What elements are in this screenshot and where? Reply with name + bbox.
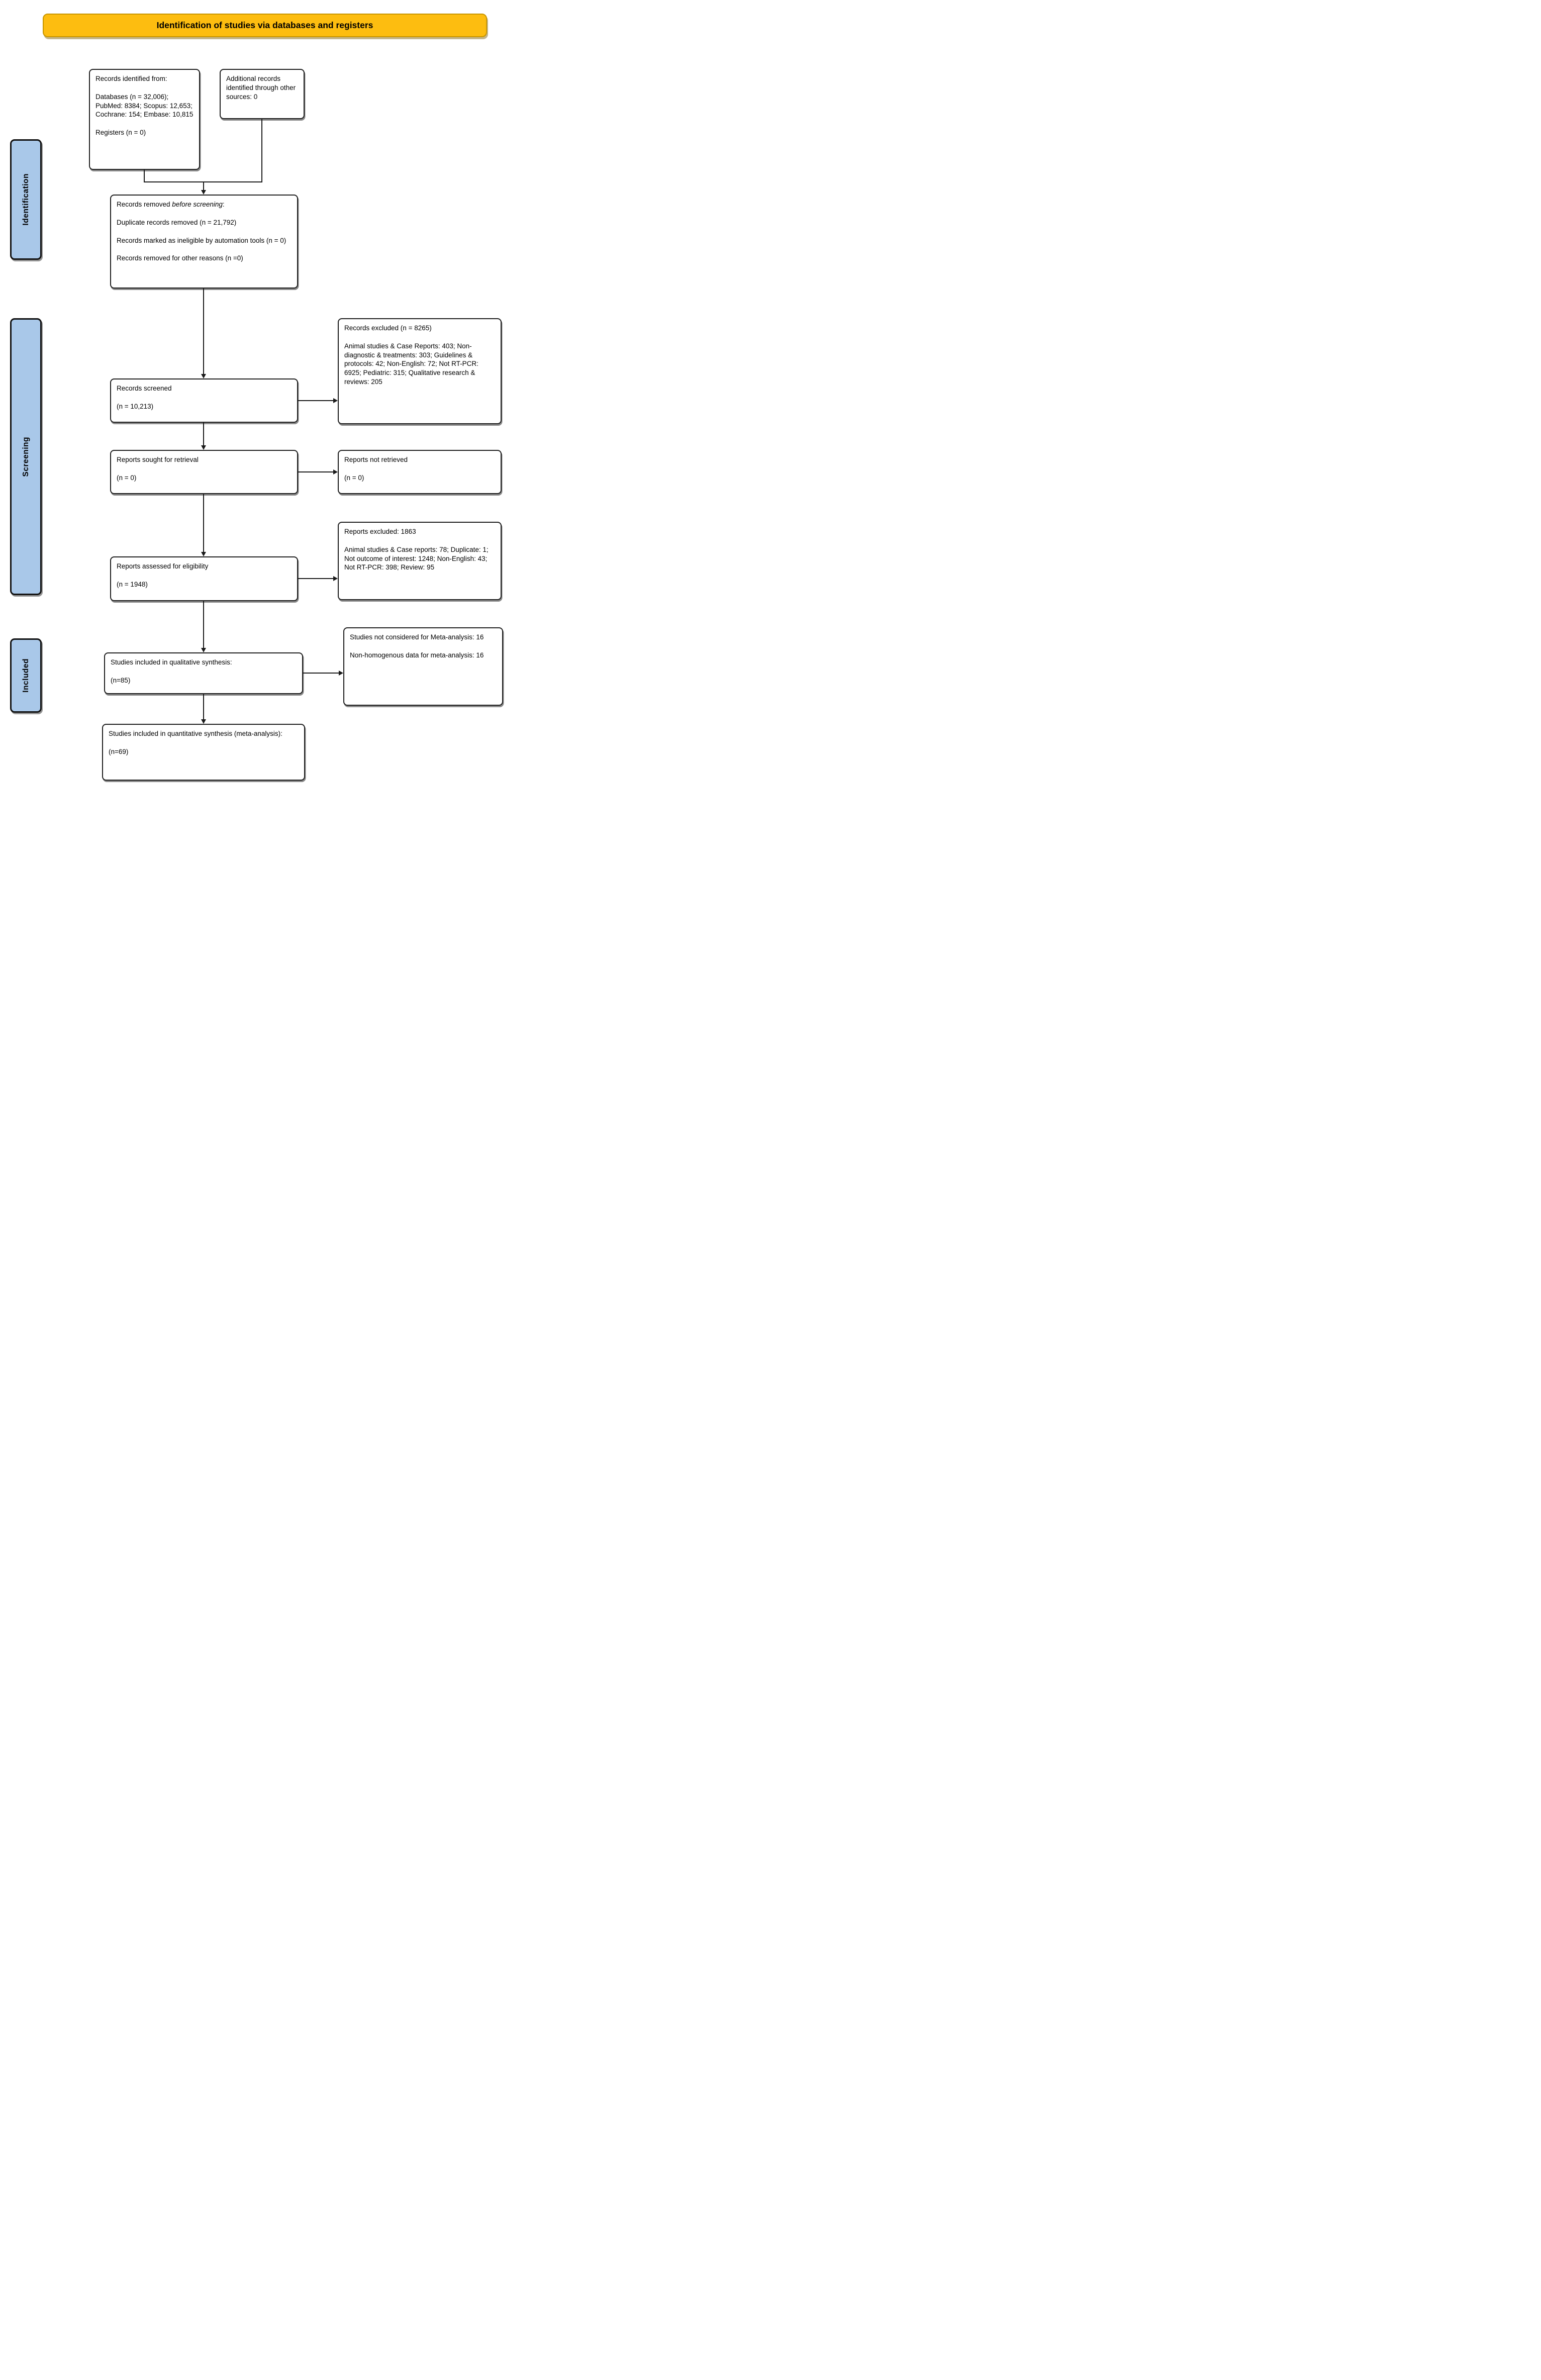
reports-assessed-heading: Reports assessed for eligibility [117, 562, 209, 570]
arrowhead-to-reports-sought [201, 445, 206, 450]
records-removed-heading: Records removed before screening: [117, 201, 225, 208]
other-sources-text: Additional records identified through ot… [226, 75, 296, 101]
connector-sought-to-assessed [203, 494, 204, 552]
box-reports-excluded: Reports excluded: 1863 Animal studies & … [338, 522, 502, 600]
connector-assessed-to-reports-excluded [298, 578, 333, 579]
arrowhead-to-records-removed [201, 190, 206, 195]
stage-identification-label: Identification [21, 173, 30, 226]
box-reports-assessed: Reports assessed for eligibility (n = 19… [110, 556, 298, 601]
stage-screening: Screening [10, 318, 42, 595]
stage-included-label: Included [21, 658, 30, 693]
records-removed-other: Records removed for other reasons (n =0) [117, 254, 243, 262]
arrowhead-to-records-screened [201, 374, 206, 378]
arrowhead-to-qualitative [201, 648, 206, 652]
box-records-removed: Records removed before screening: Duplic… [110, 195, 298, 289]
stage-screening-label: Screening [21, 436, 30, 477]
records-excluded-heading: Records excluded (n = 8265) [344, 324, 432, 332]
qualitative-count: (n=85) [111, 676, 131, 684]
records-identified-heading: Records identified from: [95, 75, 167, 82]
stage-identification: Identification [10, 139, 42, 260]
quantitative-count: (n=69) [109, 747, 129, 755]
quantitative-heading: Studies included in quantitative synthes… [109, 730, 282, 737]
connector-sought-to-not-retrieved [298, 471, 333, 472]
connector-other-sources-down [261, 119, 262, 182]
box-quantitative-synthesis: Studies included in quantitative synthes… [102, 724, 305, 781]
box-other-sources: Additional records identified through ot… [220, 69, 305, 119]
arrowhead-to-reports-excluded [333, 576, 338, 581]
box-records-excluded: Records excluded (n = 8265) Animal studi… [338, 318, 502, 424]
diagram-title: Identification of studies via databases … [156, 20, 373, 30]
records-removed-duplicates: Duplicate records removed (n = 21,792) [117, 218, 237, 226]
stage-included: Included [10, 638, 42, 713]
reports-sought-heading: Reports sought for retrieval [117, 456, 199, 463]
box-not-considered-meta: Studies not considered for Meta-analysis… [343, 627, 503, 706]
qualitative-heading: Studies included in qualitative synthesi… [111, 658, 232, 666]
records-excluded-reasons: Animal studies & Case Reports: 403; Non-… [344, 342, 478, 386]
connector-qualitative-to-not-considered [303, 673, 339, 674]
records-identified-registers: Registers (n = 0) [95, 129, 146, 137]
records-identified-databases: Databases (n = 32,006); PubMed: 8384; Sc… [95, 92, 194, 119]
box-reports-not-retrieved: Reports not retrieved (n = 0) [338, 450, 502, 494]
title-banner: Identification of studies via databases … [43, 14, 487, 37]
connector-qualitative-to-quantitative [203, 694, 204, 720]
arrowhead-to-records-excluded [333, 398, 338, 403]
reports-assessed-count: (n = 1948) [117, 580, 148, 588]
connector-assessed-to-qualitative [203, 601, 204, 648]
connector-screened-to-excluded [298, 400, 333, 401]
connector-removed-to-screened [203, 289, 204, 374]
connector-identified-down [144, 170, 145, 182]
arrowhead-to-reports-not-retrieved [333, 469, 338, 474]
box-records-identified: Records identified from: Databases (n = … [89, 69, 200, 170]
reports-excluded-reasons: Animal studies & Case reports: 78; Dupli… [344, 545, 489, 572]
reports-not-retrieved-heading: Reports not retrieved [344, 456, 408, 463]
box-qualitative-synthesis: Studies included in qualitative synthesi… [104, 652, 303, 694]
reports-sought-count: (n = 0) [117, 473, 137, 482]
reports-not-retrieved-count: (n = 0) [344, 473, 364, 482]
reports-excluded-heading: Reports excluded: 1863 [344, 528, 416, 535]
not-considered-text: Studies not considered for Meta-analysis… [350, 633, 484, 641]
records-removed-automation: Records marked as ineligible by automati… [117, 236, 286, 244]
records-screened-heading: Records screened [117, 385, 172, 392]
box-reports-sought: Reports sought for retrieval (n = 0) [110, 450, 298, 494]
non-homogenous-text: Non-homogenous data for meta-analysis: 1… [350, 651, 484, 659]
prisma-flow-diagram: Identification of studies via databases … [0, 0, 514, 793]
box-records-screened: Records screened (n = 10,213) [110, 378, 298, 423]
arrowhead-to-not-considered [339, 671, 343, 676]
connector-screened-to-sought [203, 423, 204, 446]
records-screened-count: (n = 10,213) [117, 402, 154, 410]
arrowhead-to-quantitative [201, 719, 206, 724]
arrowhead-to-reports-assessed [201, 552, 206, 556]
connector-merge-to-removed [203, 181, 204, 191]
